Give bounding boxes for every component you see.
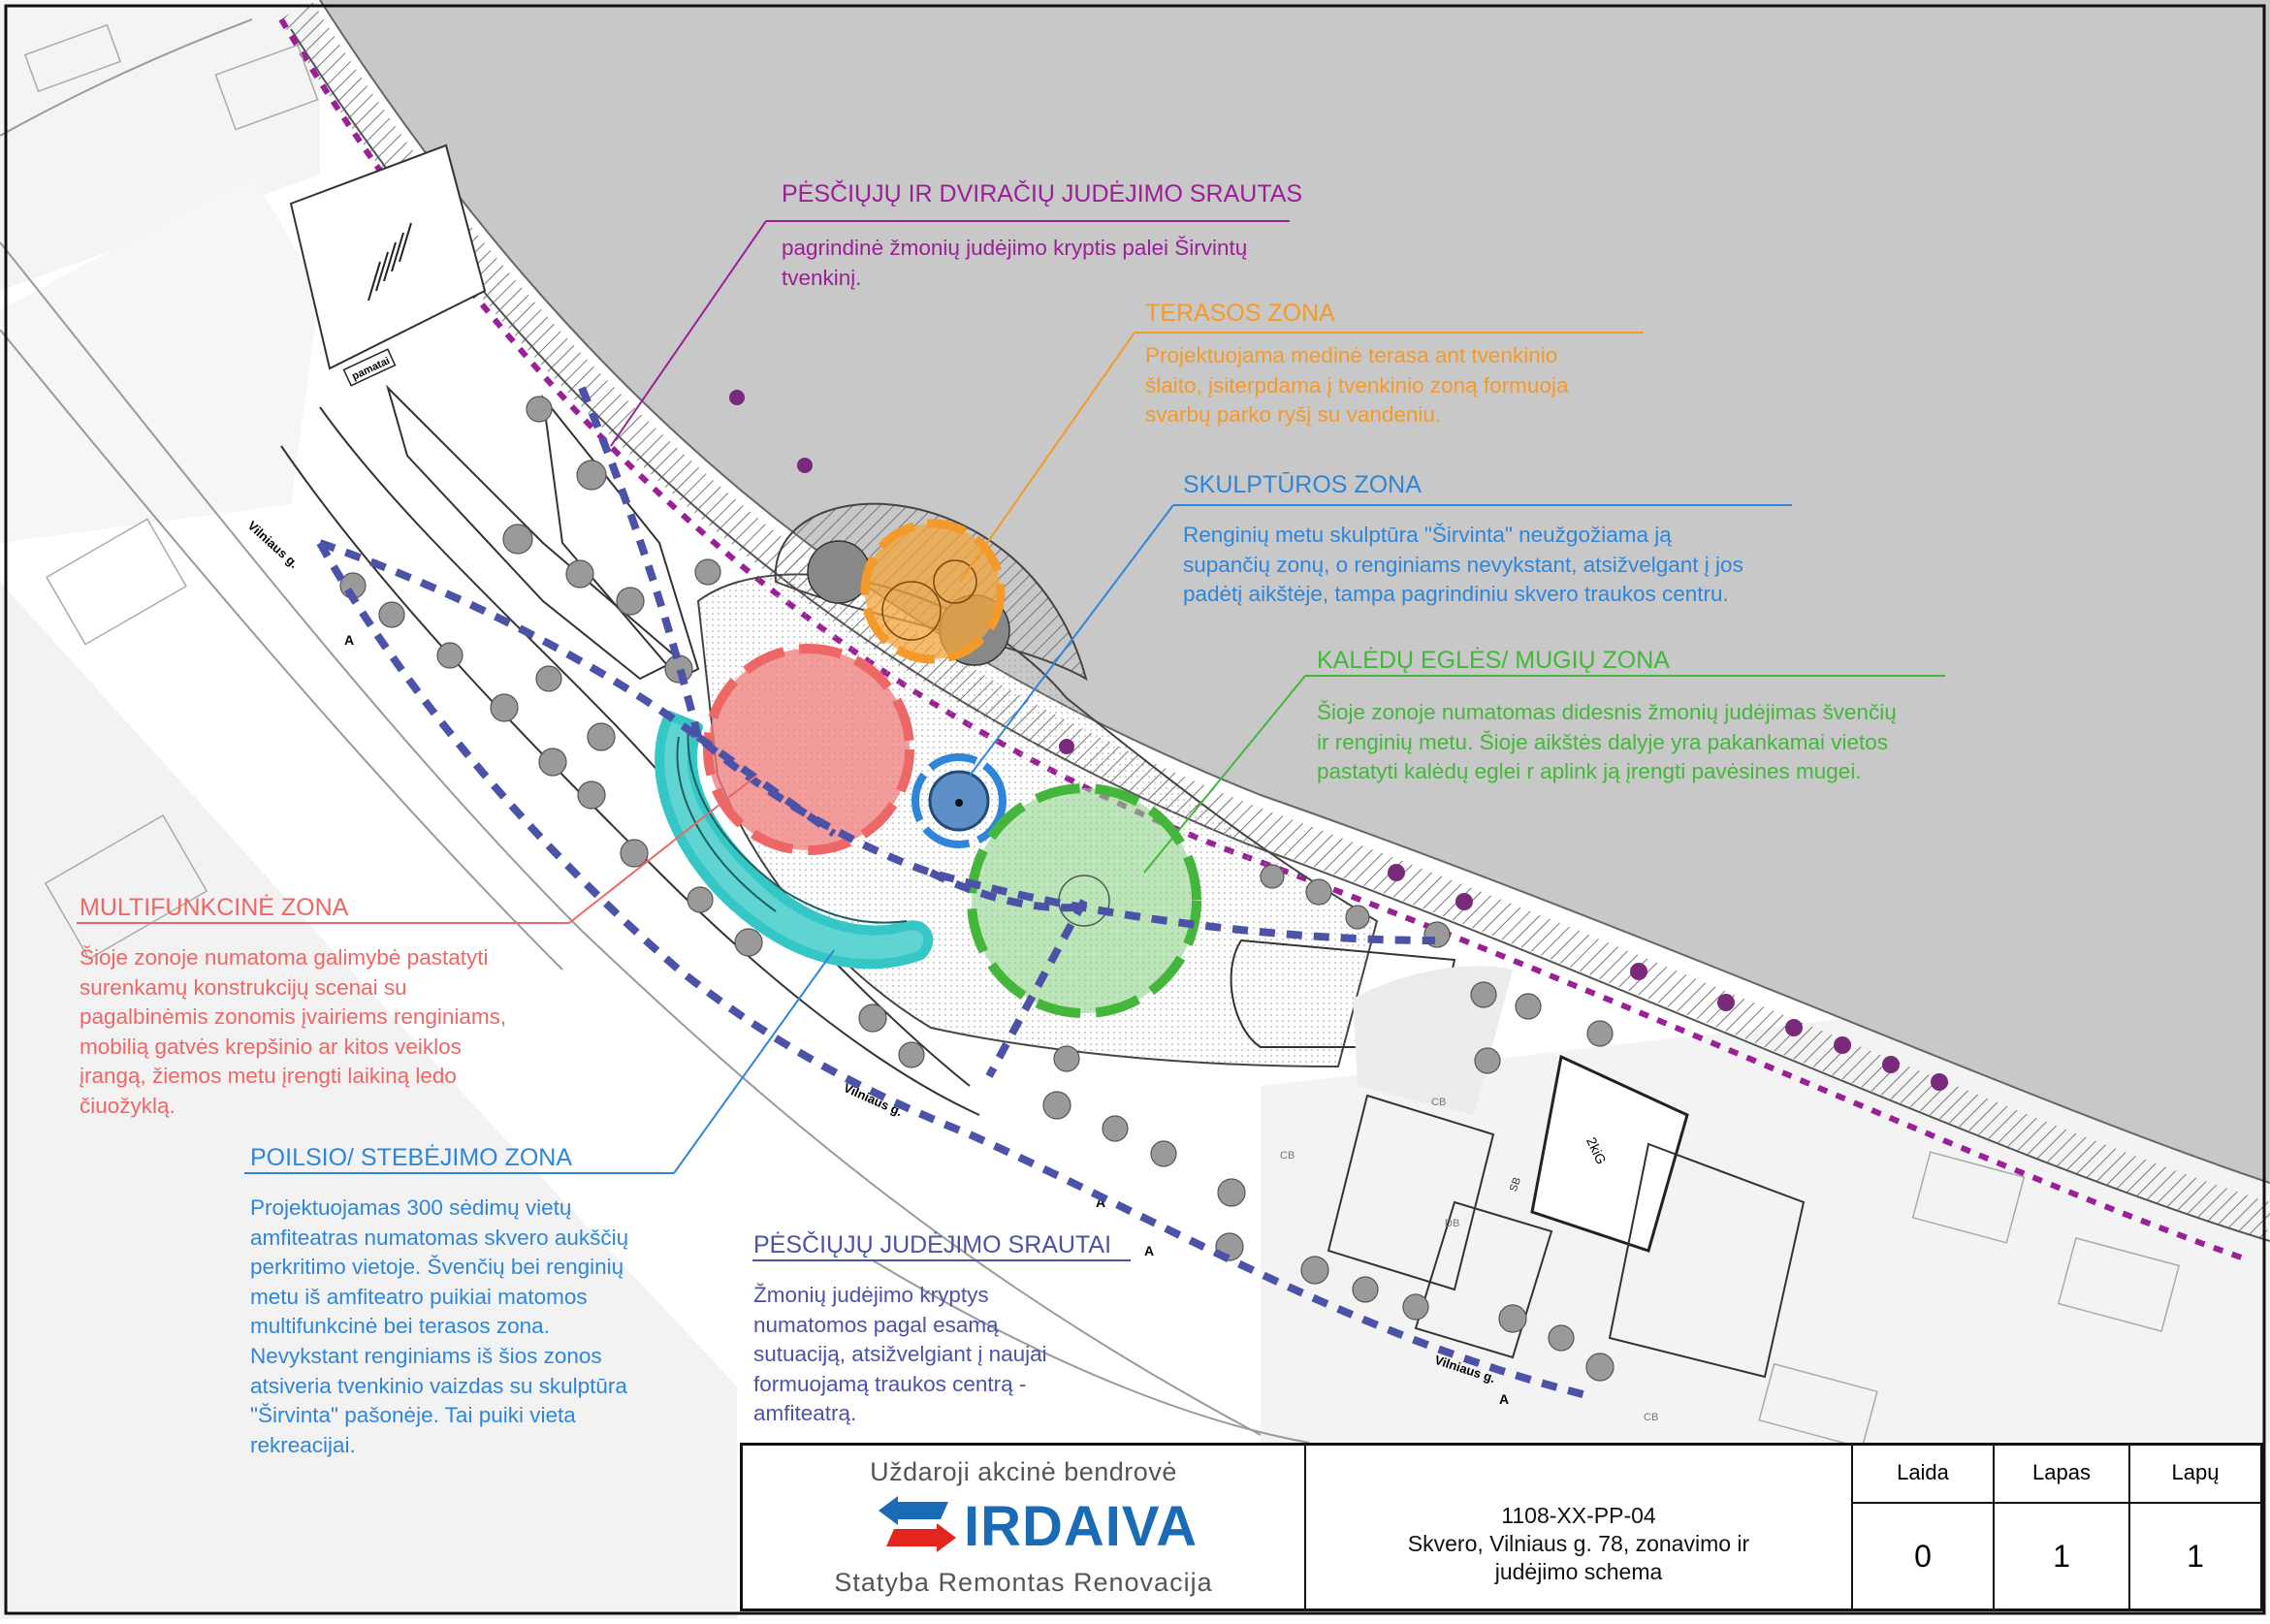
title-block-divider xyxy=(1993,1446,1995,1608)
building-label: SB xyxy=(1508,1176,1523,1194)
pedestrian-flow-lines xyxy=(316,386,1591,1400)
zone-note-pesciuju-dviraciu: PĖSČIŲJŲ IR DVIRAČIŲ JUDĖJIMO SRAUTAS pa… xyxy=(782,180,1305,293)
leader-line-skulpturos xyxy=(969,504,1174,777)
value-lapu: 1 xyxy=(2187,1539,2204,1574)
leader-line-pesciuju-dviraciu xyxy=(610,220,767,447)
document-code: 1108-XX-PP-04 xyxy=(1501,1503,1656,1528)
road-lines xyxy=(0,18,1310,1444)
title-block-divider xyxy=(1851,1502,2260,1504)
zone-title: SKULPTŪROS ZONA xyxy=(1183,471,1422,498)
building-label: CB xyxy=(1644,1412,1658,1423)
zone-note-pesciuju: PĖSČIŲJŲ JUDĖJIMO SRAUTAI Žmonių judėjim… xyxy=(753,1231,1114,1429)
leader-line-multifunkcine xyxy=(568,775,757,924)
building-label: CB xyxy=(1431,1097,1446,1108)
zone-title: KALĖDŲ EGLĖS/ MUGIŲ ZONA xyxy=(1317,647,1670,674)
title-block: Uždaroji akcinė bendrovė IRDAIVA Statyba… xyxy=(740,1443,2263,1611)
value-laida: 0 xyxy=(1914,1539,1932,1574)
amphitheatre-zone-marker xyxy=(655,711,934,970)
zone-title: POILSIO/ STEBĖJIMO ZONA xyxy=(250,1144,573,1171)
amphitheatre-seating-row xyxy=(687,726,908,924)
sheet-frame xyxy=(4,4,2266,1615)
sculpture-zone-marker xyxy=(911,753,1007,848)
building-outline xyxy=(1414,1200,1553,1359)
building-outline xyxy=(1327,1094,1495,1291)
parking-lot xyxy=(289,143,487,370)
shore-hatch-band xyxy=(279,0,2270,1240)
shore-trees xyxy=(729,390,1948,1091)
parking-label-box xyxy=(342,348,397,387)
zone-text: Žmonių judėjimo kryptys numatomos pagal … xyxy=(753,1283,1047,1426)
tree-canopy xyxy=(807,540,871,604)
section-mark: A xyxy=(1096,1194,1105,1210)
background-lot xyxy=(0,175,320,543)
leader-line-terasos xyxy=(959,332,1135,583)
title-block-divider xyxy=(1851,1446,1853,1608)
section-mark: A xyxy=(344,632,354,648)
shoreline xyxy=(319,0,2270,1184)
parking-stalls xyxy=(368,222,412,302)
section-mark: A xyxy=(1144,1243,1154,1258)
company-name: IRDAIVA xyxy=(964,1495,1199,1558)
lawn-patch xyxy=(1353,966,1513,1115)
background-lot xyxy=(0,0,320,291)
sculpture-center-icon xyxy=(955,799,963,807)
value-lapas: 1 xyxy=(2053,1539,2070,1574)
zone-note-kaledu: KALĖDŲ EGLĖS/ MUGIŲ ZONA Šioje zonoje nu… xyxy=(1317,647,1947,787)
zone-note-multifunkcine: MULTIFUNKCINĖ ZONA Šioje zonoje numatoma… xyxy=(80,894,569,1122)
zone-note-terasos: TERASOS ZONA Projektuojama medinė terasa… xyxy=(1145,300,1645,430)
building-outline xyxy=(1608,1142,1806,1379)
park-lawn-outline xyxy=(1230,939,1456,1048)
zone-text: Projektuojama medinė terasa ant tvenkini… xyxy=(1145,343,1569,428)
zone-title: TERASOS ZONA xyxy=(1145,300,1335,327)
document-title-block: 1108-XX-PP-04 Skvero, Vilniaus g. 78, zo… xyxy=(1306,1502,1851,1608)
zone-title: PĖSČIŲJŲ IR DVIRAČIŲ JUDĖJIMO SRAUTAS xyxy=(782,180,1303,207)
tree-canopy xyxy=(881,581,942,641)
irdaiva-logo-arrows-icon xyxy=(879,1496,956,1552)
amphitheatre-seating-row xyxy=(676,736,777,912)
zone-text: Renginių metu skulptūra "Širvinta" neužg… xyxy=(1183,523,1743,607)
company-type: Uždaroji akcinė bendrovė xyxy=(870,1457,1177,1486)
zone-text: pagrindinė žmonių judėjimo kryptis palei… xyxy=(782,236,1248,290)
tree-canopies xyxy=(339,396,1615,1382)
background-buildings xyxy=(23,23,2181,1449)
pond-water xyxy=(320,0,2270,1183)
zone-note-poilsio: POILSIO/ STEBĖJIMO ZONA Projektuojamas 3… xyxy=(250,1144,674,1460)
document-title-line2: judėjimo schema xyxy=(1494,1558,1663,1584)
company-slogan: Statyba Remontas Renovacija xyxy=(834,1568,1213,1597)
park-lawn-outline xyxy=(385,384,681,681)
document-title-line1: Skvero, Vilniaus g. 78, zonavimo ir xyxy=(1407,1530,1750,1556)
company-logo-block: Uždaroji akcinė bendrovė IRDAIVA Statyba… xyxy=(743,1446,1304,1608)
section-mark: A xyxy=(1499,1391,1509,1407)
leader-line-kaledu xyxy=(1143,675,1306,874)
background-lot xyxy=(0,582,737,1619)
tree-canopy xyxy=(933,559,977,604)
header-lapu: Lapų xyxy=(2171,1460,2220,1484)
zone-text: Projektuojamas 300 sėdimų vietų amfiteat… xyxy=(250,1195,629,1457)
zone-title: MULTIFUNKCINĖ ZONA xyxy=(80,894,349,921)
zone-text: Šioje zonoje numatomas didesnis žmonių j… xyxy=(1317,700,1897,784)
header-laida: Laida xyxy=(1897,1460,1949,1484)
leader-line-poilsio xyxy=(673,949,835,1174)
building-label: CB xyxy=(1280,1150,1295,1162)
building-2kiG xyxy=(1530,1054,1689,1253)
header-lapas: Lapas xyxy=(2032,1460,2091,1484)
building-label: DB xyxy=(1445,1218,1459,1229)
zone-text: Šioje zonoje numatoma galimybė pastatyti… xyxy=(80,945,507,1118)
title-block-divider xyxy=(1304,1446,1306,1608)
zone-title: PĖSČIŲJŲ JUDĖJIMO SRAUTAI xyxy=(753,1231,1112,1258)
zone-note-skulpturos: SKULPTŪROS ZONA Renginių metu skulptūra … xyxy=(1183,471,1794,610)
title-block-divider xyxy=(2128,1446,2130,1608)
